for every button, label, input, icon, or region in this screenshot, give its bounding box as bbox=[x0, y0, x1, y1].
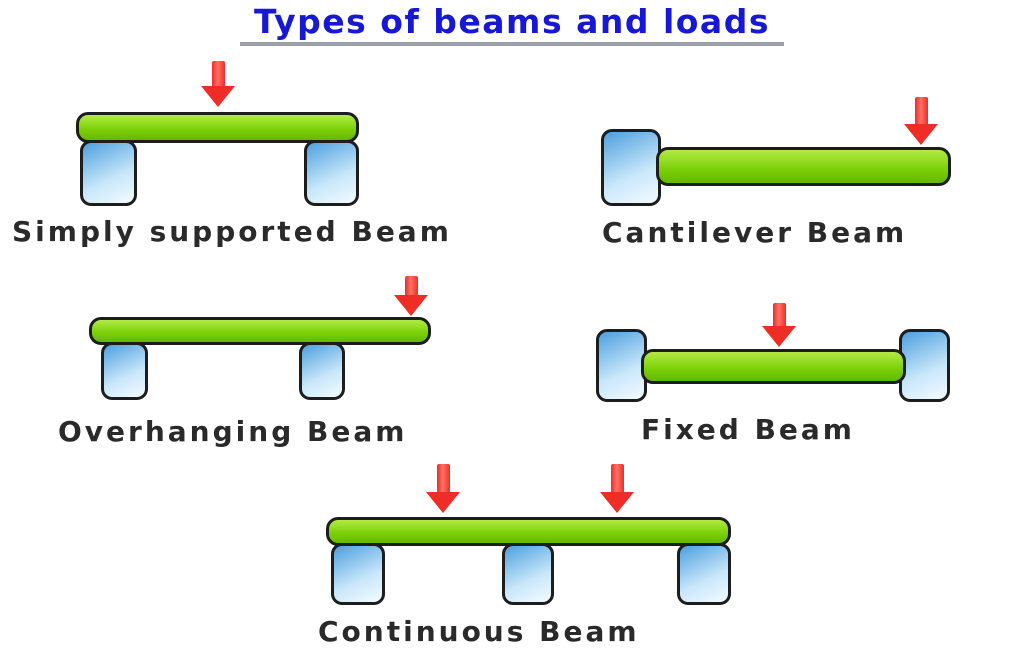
arrow-stem bbox=[610, 464, 624, 492]
load-arrow-icon bbox=[426, 464, 460, 513]
support-left bbox=[101, 342, 148, 400]
support-fixed-end bbox=[601, 129, 661, 206]
arrow-head bbox=[904, 124, 938, 145]
page-title-row: Types of beams and loads bbox=[0, 0, 1024, 46]
arrow-stem bbox=[772, 303, 786, 326]
beam bbox=[326, 517, 731, 546]
figure-label: Simply supported Beam bbox=[12, 215, 452, 248]
arrow-stem bbox=[914, 97, 928, 124]
support-left-fixed bbox=[596, 329, 647, 402]
figure-label: Cantilever Beam bbox=[602, 216, 908, 249]
arrow-head bbox=[394, 295, 428, 316]
arrow-head bbox=[426, 492, 460, 513]
page-title: Types of beams and loads bbox=[240, 0, 784, 46]
support-left bbox=[80, 140, 137, 206]
arrow-stem bbox=[404, 276, 418, 295]
arrow-head bbox=[762, 326, 796, 347]
support-right bbox=[304, 140, 359, 206]
figure-label: Fixed Beam bbox=[641, 413, 855, 446]
arrow-head bbox=[600, 492, 634, 513]
beam bbox=[76, 112, 359, 143]
figure-label: Continuous Beam bbox=[318, 615, 640, 648]
load-arrow-icon bbox=[762, 303, 796, 347]
arrow-stem bbox=[211, 61, 225, 86]
support-right bbox=[677, 543, 731, 605]
load-arrow-icon bbox=[201, 61, 235, 107]
support-right bbox=[299, 342, 345, 400]
support-right-fixed bbox=[899, 329, 950, 402]
beam bbox=[641, 349, 906, 384]
load-arrow-icon bbox=[394, 276, 428, 316]
arrow-head bbox=[201, 86, 235, 107]
support-middle bbox=[502, 543, 554, 605]
arrow-stem bbox=[436, 464, 450, 492]
support-left bbox=[331, 543, 385, 605]
beam bbox=[89, 317, 431, 345]
load-arrow-icon bbox=[600, 464, 634, 513]
load-arrow-icon bbox=[904, 97, 938, 145]
figure-label: Overhanging Beam bbox=[58, 415, 408, 448]
beam bbox=[656, 147, 951, 186]
